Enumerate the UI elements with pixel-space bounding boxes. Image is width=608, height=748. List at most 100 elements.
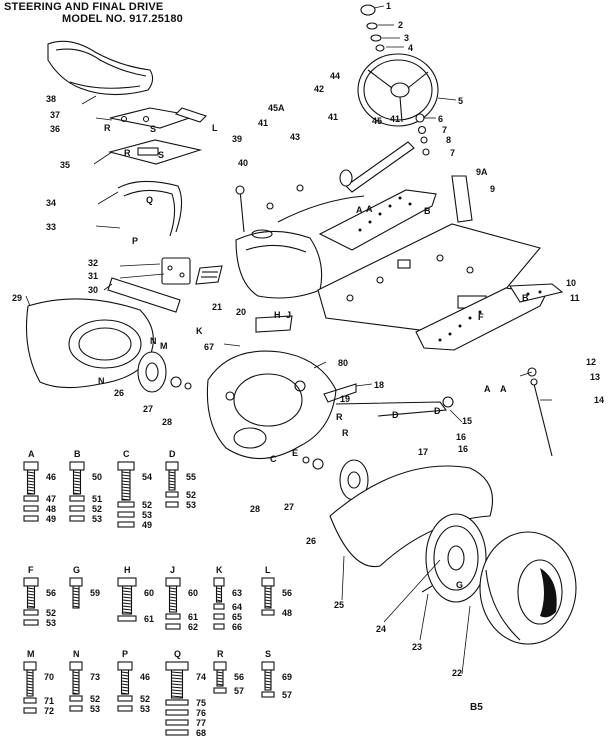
bolt-part-number: 74 bbox=[196, 672, 206, 682]
callout-c18: 18 bbox=[374, 380, 384, 390]
bolt-part-number: 59 bbox=[90, 588, 100, 598]
callout-c9: 9 bbox=[490, 184, 495, 194]
hardware-piece bbox=[69, 505, 85, 512]
hardware-piece-number: 57 bbox=[282, 690, 292, 700]
callout-c1: 1 bbox=[386, 1, 391, 11]
bolt-letter: H bbox=[124, 565, 131, 575]
callout-c67: 67 bbox=[204, 342, 214, 352]
footrest-drawing bbox=[318, 189, 564, 351]
hardware-piece bbox=[165, 613, 181, 620]
callout-lE1: E bbox=[292, 448, 298, 458]
callout-c42: 42 bbox=[314, 84, 324, 94]
callout-c26b: 26 bbox=[306, 536, 316, 546]
callout-c32: 32 bbox=[88, 258, 98, 268]
hardware-piece-number: 52 bbox=[92, 504, 102, 514]
latch-drawing bbox=[107, 257, 223, 313]
bolt-part-number: 70 bbox=[44, 672, 54, 682]
hardware-piece bbox=[23, 515, 39, 522]
callout-lB2: B bbox=[522, 293, 529, 303]
bolt-letter: B bbox=[74, 449, 81, 459]
hardware-piece bbox=[117, 521, 135, 528]
callout-c27b: 27 bbox=[284, 502, 294, 512]
callout-lS1: S bbox=[150, 124, 156, 134]
hardware-piece-number: 53 bbox=[140, 704, 150, 714]
callout-c80: 80 bbox=[338, 358, 348, 368]
fuel-tank-drawing bbox=[235, 229, 323, 299]
hardware-piece bbox=[213, 687, 227, 694]
hardware-piece bbox=[69, 705, 83, 712]
leader-lines bbox=[25, 5, 552, 675]
callout-lN2: N bbox=[98, 376, 105, 386]
callout-c9A: 9A bbox=[476, 167, 488, 177]
hardware-piece-number: 52 bbox=[90, 694, 100, 704]
hardware-piece-number: 57 bbox=[234, 686, 244, 696]
right-hub-drawing bbox=[302, 456, 369, 501]
bolt-letter: R bbox=[217, 649, 224, 659]
callout-c23: 23 bbox=[412, 642, 422, 652]
diagram-title: STEERING AND FINAL DRIVE bbox=[4, 1, 164, 13]
hardware-piece-number: 53 bbox=[142, 510, 152, 520]
callout-lM: M bbox=[160, 341, 168, 351]
callout-c8: 8 bbox=[446, 135, 451, 145]
callout-c27a: 27 bbox=[143, 404, 153, 414]
callout-c13: 13 bbox=[590, 372, 600, 382]
callout-c39: 39 bbox=[232, 134, 242, 144]
bolt-part-number: 46 bbox=[140, 672, 150, 682]
callout-lA4: A bbox=[500, 384, 507, 394]
callout-lQ: Q bbox=[146, 195, 153, 205]
hardware-piece-number: 47 bbox=[46, 494, 56, 504]
callout-lA1: A bbox=[356, 205, 363, 215]
mount-plate-drawing bbox=[255, 315, 293, 333]
hardware-piece-number: 61 bbox=[188, 612, 198, 622]
callout-labels: 1234567879A91011121314151616171819202122… bbox=[12, 1, 604, 678]
callout-c36: 36 bbox=[50, 124, 60, 134]
callout-c41c: 41 bbox=[390, 114, 400, 124]
callout-lD2: D bbox=[434, 406, 441, 416]
callout-c37: 37 bbox=[50, 110, 60, 120]
callout-lP: P bbox=[132, 236, 138, 246]
bolt-letter: K bbox=[216, 565, 223, 575]
callout-c10: 10 bbox=[566, 278, 576, 288]
bolt-letter: F bbox=[28, 565, 34, 575]
hardware-piece-number: 76 bbox=[196, 708, 206, 718]
callout-c14: 14 bbox=[594, 395, 604, 405]
hardware-piece bbox=[165, 491, 179, 498]
bolt-letter: M bbox=[27, 649, 35, 659]
callout-c24: 24 bbox=[376, 624, 386, 634]
hardware-piece bbox=[117, 615, 137, 622]
callout-lK1: K bbox=[196, 326, 203, 336]
hardware-piece-number: 62 bbox=[188, 622, 198, 632]
model-number: MODEL NO. 917.25180 bbox=[62, 13, 183, 25]
callout-c20: 20 bbox=[236, 307, 246, 317]
callout-lG1: G bbox=[456, 580, 463, 590]
hardware-piece-number: 52 bbox=[142, 500, 152, 510]
hardware-piece-number: 49 bbox=[46, 514, 56, 524]
callout-c3: 3 bbox=[404, 33, 409, 43]
callout-lB1: B bbox=[424, 206, 431, 216]
hardware-piece bbox=[23, 697, 37, 704]
hardware-piece-number: 64 bbox=[232, 602, 242, 612]
callout-lN1: N bbox=[150, 336, 157, 346]
seat-drawing bbox=[47, 40, 154, 96]
hardware-piece-number: 48 bbox=[282, 608, 292, 618]
bolt-letter: A bbox=[28, 449, 35, 459]
callout-c22: 22 bbox=[452, 668, 462, 678]
bolt-letter: S bbox=[265, 649, 271, 659]
hardware-piece-number: 51 bbox=[92, 494, 102, 504]
callout-lC1: C bbox=[270, 454, 277, 464]
hardware-piece bbox=[165, 709, 189, 716]
hardware-piece-number: 77 bbox=[196, 718, 206, 728]
callout-lR1: R bbox=[104, 123, 111, 133]
callout-c45: 45 bbox=[372, 116, 382, 126]
drag-link-drawing bbox=[323, 367, 553, 457]
callout-c16a: 16 bbox=[456, 432, 466, 442]
hardware-piece bbox=[165, 699, 189, 706]
